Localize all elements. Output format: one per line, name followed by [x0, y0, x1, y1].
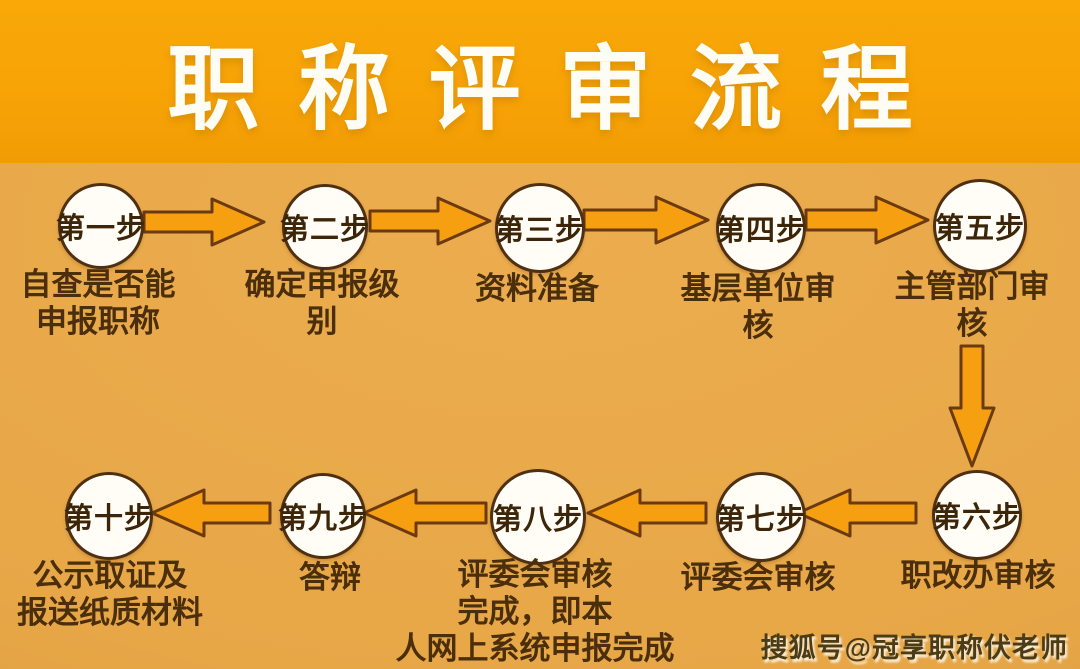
- arrow-left-step9-step10: [150, 488, 272, 538]
- arrow-left-step6-step7: [796, 488, 918, 538]
- arrow-left-step8-step9: [362, 488, 488, 538]
- page-title: 职称评审流程: [167, 39, 952, 141]
- step-number-2: 第二步: [280, 214, 371, 246]
- step-number-5: 第五步: [935, 213, 1026, 245]
- arrow-right-step2-step3: [368, 196, 492, 246]
- step-description-4: 基层单位审 核: [680, 271, 836, 343]
- step-circle-5: 第五步: [933, 179, 1027, 273]
- step-circle-9: 第九步: [278, 473, 369, 559]
- step-number-8: 第八步: [493, 504, 584, 536]
- arrow-down-step5-step6: [948, 344, 996, 468]
- step-number-3: 第三步: [495, 215, 586, 247]
- arrow-right-step1-step2: [142, 197, 266, 247]
- step-circle-1: 第一步: [56, 183, 147, 269]
- step-number-10: 第十步: [64, 503, 155, 535]
- arrow-right-step3-step4: [582, 195, 710, 245]
- watermark-text: 搜狐号@冠享职称伏老师: [760, 633, 1068, 663]
- step-description-1: 自查是否能 申报职称: [20, 267, 176, 339]
- step-number-4: 第四步: [716, 215, 807, 247]
- step-circle-6: 第六步: [932, 470, 1022, 560]
- arrow-right-step4-step5: [804, 195, 930, 245]
- step-description-10: 公示取证及 报送纸质材料: [17, 558, 203, 630]
- step-circle-4: 第四步: [716, 183, 806, 273]
- step-circle-3: 第三步: [495, 183, 585, 273]
- step-description-2: 确定申报级 别: [244, 267, 400, 339]
- step-circle-8: 第八步: [490, 469, 586, 565]
- step-number-9: 第九步: [278, 503, 369, 535]
- step-number-1: 第一步: [56, 213, 147, 245]
- arrow-left-step7-step8: [586, 488, 708, 538]
- step-circle-2: 第二步: [280, 184, 371, 270]
- step-circle-7: 第七步: [716, 472, 806, 562]
- step-description-7: 评委会审核: [680, 560, 836, 595]
- step-description-8: 评委会审核 完成，即本 人网上系统申报完成: [395, 557, 675, 666]
- step-description-6: 职改办审核: [900, 558, 1056, 593]
- step-number-6: 第六步: [932, 502, 1023, 534]
- step-circle-10: 第十步: [64, 472, 155, 560]
- title-banner: 职称评审流程: [0, 0, 1080, 163]
- step-description-9: 答辩: [299, 560, 361, 595]
- step-description-5: 主管部门审 核: [894, 269, 1050, 341]
- step-number-7: 第七步: [716, 504, 807, 536]
- step-description-3: 资料准备: [475, 271, 599, 306]
